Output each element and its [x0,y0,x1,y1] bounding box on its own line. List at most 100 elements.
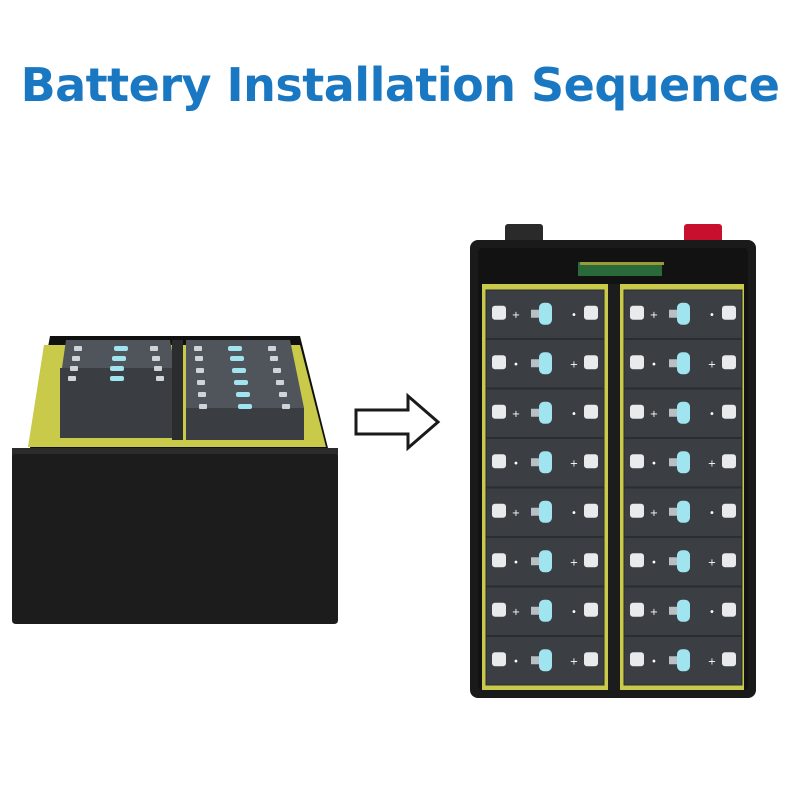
busbar [677,302,690,325]
cell-terminal [722,305,736,320]
cell-terminal [630,652,644,667]
busbar-link [669,507,677,516]
busbar-link [531,557,539,566]
cell-terminal [492,602,506,617]
polarity-mark: + [570,458,578,469]
polarity-mark: + [650,409,658,420]
cell-terminal [584,355,598,370]
polarity-mark: • [513,458,519,469]
cell-terminal [584,553,598,568]
busbar-link [669,656,677,665]
busbar-link [531,656,539,665]
cell-terminal [722,503,736,518]
polarity-mark: • [513,557,519,568]
polarity-mark: • [571,508,577,519]
busbar [539,500,552,523]
cell-terminal [630,355,644,370]
cell-terminal [492,553,506,568]
polarity-mark: + [708,458,716,469]
cell-terminal [722,404,736,419]
busbar [539,451,552,474]
busbar [539,550,552,573]
polarity-mark: • [709,310,715,321]
right-arrow-icon [354,392,441,452]
terminal-studs-left [68,346,164,381]
busbar-link [531,606,539,615]
busbar [539,302,552,325]
polarity-mark: • [709,607,715,618]
cell-terminal [584,602,598,617]
polarity-mark: • [651,359,657,370]
busbar-link [669,359,677,368]
cell-terminal [722,602,736,617]
cell-grid: +••++••++••++••++••++••++••++••+ [485,289,743,686]
polarity-mark: • [571,607,577,618]
polarity-mark: • [571,409,577,420]
polarity-mark: + [650,607,658,618]
battery-case-open-view [12,336,338,624]
cell-terminal [630,305,644,320]
terminal-studs-right [194,346,290,409]
busbar-link [669,606,677,615]
busbar [539,352,552,375]
busbar-link [531,458,539,467]
cell-terminal [630,602,644,617]
polarity-mark: + [570,557,578,568]
busbar-link [531,408,539,417]
cell-terminal [630,553,644,568]
busbar [539,649,552,672]
cell-terminal [584,305,598,320]
cell-terminal [722,652,736,667]
busbar [539,599,552,622]
polarity-mark: • [513,359,519,370]
cell-pack-left [60,340,175,438]
busbar-link [669,408,677,417]
busbar [677,649,690,672]
cell-terminal [492,404,506,419]
cell-terminal [492,503,506,518]
busbar-link [531,309,539,318]
cell-terminal [630,454,644,469]
center-divider [608,284,620,690]
busbar-link [531,359,539,368]
cell-terminal [492,305,506,320]
cell-terminal [722,454,736,469]
busbar [677,401,690,424]
busbar-link [669,309,677,318]
busbar [539,401,552,424]
bms-board [578,262,662,276]
polarity-mark: • [709,409,715,420]
polarity-mark: + [708,656,716,667]
busbars-left [110,346,128,381]
page-title: Battery Installation Sequence [20,58,780,112]
polarity-mark: + [570,656,578,667]
cell-terminal [492,652,506,667]
polarity-mark: • [651,557,657,568]
polarity-mark: + [512,409,520,420]
polarity-mark: • [709,508,715,519]
cell-terminal [584,503,598,518]
busbar [677,451,690,474]
battery-case-top-view: +••++••++••++••++••++••++••++••+ [470,224,756,698]
polarity-mark: + [512,607,520,618]
busbar-link [531,507,539,516]
polarity-mark: + [708,557,716,568]
polarity-mark: + [512,508,520,519]
polarity-mark: • [571,310,577,321]
polarity-mark: • [651,458,657,469]
cell-pack-right [186,340,304,440]
polarity-mark: + [512,310,520,321]
polarity-mark: + [650,508,658,519]
cell-terminal [630,503,644,518]
busbar-link [669,557,677,566]
case-front-body [12,452,338,624]
polarity-mark: • [513,656,519,667]
cell-terminal [584,652,598,667]
polarity-mark: + [650,310,658,321]
cell-terminal [492,454,506,469]
busbars-right [228,346,252,409]
cell-terminal [584,404,598,419]
busbar [677,352,690,375]
busbar [677,599,690,622]
